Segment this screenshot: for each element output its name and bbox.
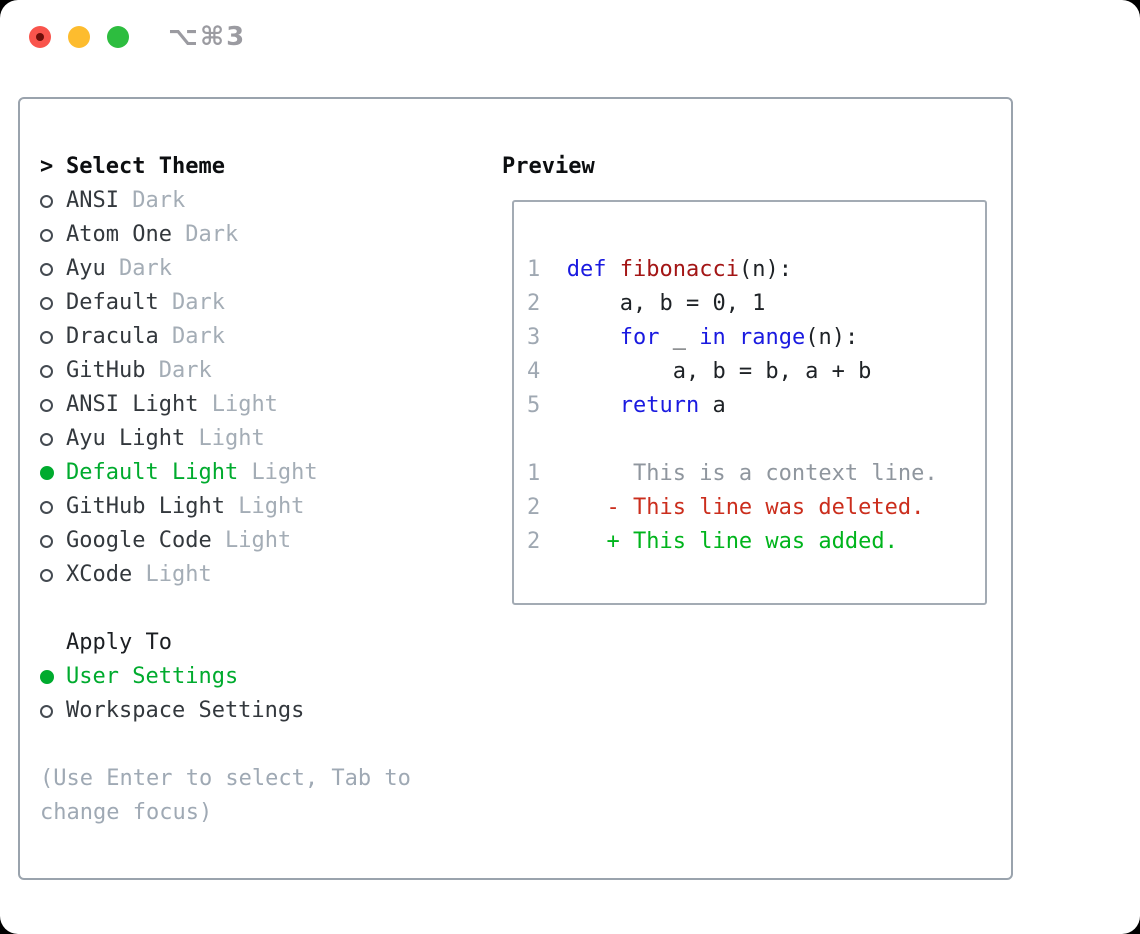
code-line: 3 for _ in range(n): bbox=[527, 325, 859, 350]
radio-unselected-icon bbox=[40, 558, 66, 592]
radio-selected-icon bbox=[40, 660, 66, 694]
radio-unselected-icon bbox=[40, 218, 66, 252]
code-line: 4 a, b = b, a + b bbox=[527, 359, 872, 384]
titlebar: ⌥⌘3 bbox=[0, 0, 1140, 76]
window-shortcut-label: ⌥⌘3 bbox=[168, 22, 247, 52]
diff-context-line: 1 This is a context line. bbox=[527, 461, 938, 486]
radio-unselected-icon bbox=[40, 184, 66, 218]
theme-option-atom-one-dark[interactable]: Atom One Dark bbox=[40, 218, 490, 252]
code-line: 2 a, b = 0, 1 bbox=[527, 291, 766, 316]
preview-pane: 1 def fibonacci(n): 2 a, b = 0, 1 3 for … bbox=[512, 200, 987, 605]
diff-deleted-line: 2 - This line was deleted. bbox=[527, 495, 925, 520]
theme-option-github-dark[interactable]: GitHub Dark bbox=[40, 354, 490, 388]
theme-option-ansi-dark[interactable]: ANSI Dark bbox=[40, 184, 490, 218]
radio-unselected-icon bbox=[40, 490, 66, 524]
preview-header: Preview bbox=[502, 154, 595, 179]
theme-option-xcode-light[interactable]: XCode Light bbox=[40, 558, 490, 592]
radio-unselected-icon bbox=[40, 694, 66, 728]
radio-unselected-icon bbox=[40, 524, 66, 558]
radio-unselected-icon bbox=[40, 252, 66, 286]
radio-unselected-icon bbox=[40, 286, 66, 320]
apply-option-workspace-settings[interactable]: Workspace Settings bbox=[40, 694, 490, 728]
theme-option-ayu-light[interactable]: Ayu Light Light bbox=[40, 422, 490, 456]
spacer bbox=[40, 592, 490, 626]
radio-selected-icon bbox=[40, 456, 66, 490]
theme-option-ansi-light[interactable]: ANSI Light Light bbox=[40, 388, 490, 422]
minimize-button[interactable] bbox=[68, 26, 90, 48]
section-title: Apply To bbox=[66, 630, 172, 655]
theme-option-default-light[interactable]: Default Light Light bbox=[40, 456, 490, 490]
blank-line bbox=[527, 423, 985, 457]
zoom-button[interactable] bbox=[107, 26, 129, 48]
select-theme-header: > Select Theme bbox=[40, 150, 490, 184]
theme-option-github-light[interactable]: GitHub Light Light bbox=[40, 490, 490, 524]
apply-option-user-settings[interactable]: User Settings bbox=[40, 660, 490, 694]
keyboard-hint-line-1: (Use Enter to select, Tab to bbox=[40, 766, 411, 791]
theme-option-dracula-dark[interactable]: Dracula Dark bbox=[40, 320, 490, 354]
theme-option-ayu-dark[interactable]: Ayu Dark bbox=[40, 252, 490, 286]
keyboard-hint-line-2: change focus) bbox=[40, 800, 213, 825]
apply-to-header: Apply To bbox=[40, 626, 490, 660]
code-line: 1 def fibonacci(n): bbox=[527, 257, 792, 282]
theme-picker-panel: > Select Theme ANSI Dark Atom One Dark Ay… bbox=[18, 97, 1013, 880]
cursor-indicator: > bbox=[40, 154, 54, 179]
traffic-lights bbox=[29, 26, 129, 48]
theme-list-column: > Select Theme ANSI Dark Atom One Dark Ay… bbox=[40, 150, 490, 830]
radio-unselected-icon bbox=[40, 388, 66, 422]
theme-option-google-code-light[interactable]: Google Code Light bbox=[40, 524, 490, 558]
close-button[interactable] bbox=[29, 26, 51, 48]
close-dot-icon bbox=[36, 33, 44, 41]
preview-column: Preview 1 def fibonacci(n): 2 a, b = 0, … bbox=[502, 150, 987, 605]
theme-option-default-dark[interactable]: Default Dark bbox=[40, 286, 490, 320]
radio-unselected-icon bbox=[40, 354, 66, 388]
radio-unselected-icon bbox=[40, 320, 66, 354]
diff-added-line: 2 + This line was added. bbox=[527, 529, 898, 554]
radio-unselected-icon bbox=[40, 422, 66, 456]
code-line: 5 return a bbox=[527, 393, 726, 418]
spacer bbox=[40, 728, 490, 762]
section-title: Select Theme bbox=[66, 154, 225, 179]
